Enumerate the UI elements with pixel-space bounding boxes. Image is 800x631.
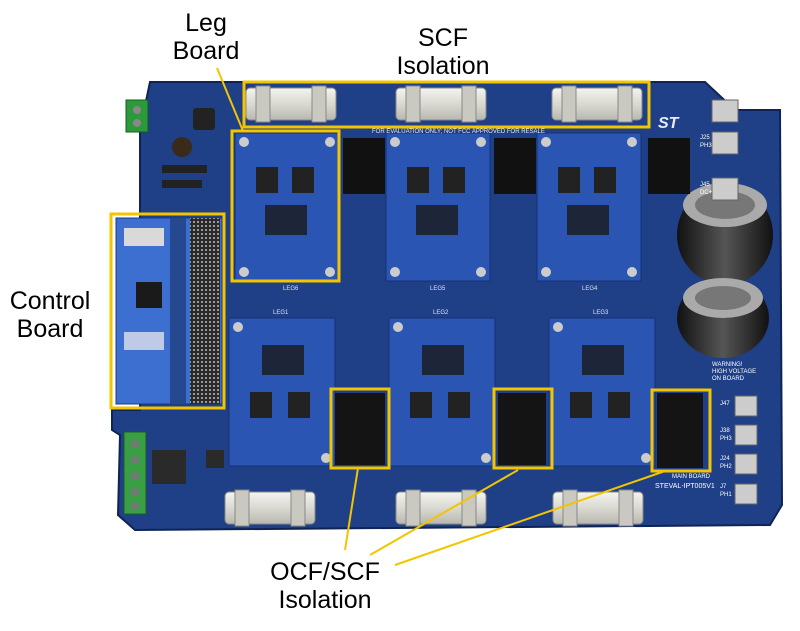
label-scf-line1: SCF [418, 24, 468, 52]
fuse-bottom-1 [224, 489, 316, 527]
power-supply-area [125, 99, 215, 188]
warning-line-1: WARNING! [712, 362, 743, 368]
relay-bottom-3 [657, 393, 703, 468]
highlight-scf-isolation [242, 80, 651, 129]
connector-ph1: PH1 [720, 492, 732, 498]
connector-j7: J7 [720, 484, 727, 490]
label-control-line1: Control [9, 287, 91, 315]
leg-label-6: LEG6 [283, 286, 299, 292]
connector-dc-plus: DC+ [700, 190, 713, 196]
leg-label-5: LEG5 [430, 286, 446, 292]
label-leg-board-line2: Board [172, 37, 240, 65]
highlight-ocf-2 [492, 387, 554, 470]
connector-j24: J24 [720, 456, 730, 462]
leader-ocf-3 [394, 470, 666, 566]
connector-ph2: PH2 [720, 464, 732, 470]
relay-top-2 [494, 138, 536, 194]
label-ocf-line1: OCF/SCF [270, 558, 380, 586]
leader-leg-board [216, 67, 244, 132]
leader-ocf-1 [344, 467, 359, 551]
screw-terminals [711, 99, 758, 505]
board-notice: FOR EVALUATION ONLY; NOT FCC APPROVED FO… [372, 129, 545, 135]
control-board [115, 217, 223, 405]
leg-board-bottom-1 [228, 317, 336, 467]
highlight-leg-board [230, 129, 341, 283]
leg-board-top-2 [385, 132, 491, 282]
highlight-ocf-3 [650, 388, 712, 473]
leg-board-top-3 [536, 132, 642, 282]
connector-j25: J25 [700, 135, 710, 141]
bulk-capacitors [677, 183, 773, 358]
label-control-line2: Board [16, 315, 84, 343]
leg-label-2: LEG2 [433, 310, 449, 316]
warning-line-3: ON BOARD [712, 376, 745, 382]
fuse-top-2 [395, 85, 487, 123]
highlight-ocf-1 [329, 387, 391, 470]
label-ocf-scf-isolation: OCF/SCF Isolation [262, 558, 388, 614]
leg-label-3: LEG3 [593, 310, 609, 316]
relay-top-3 [648, 138, 690, 194]
label-leg-board: Leg Board [168, 9, 244, 65]
board-id: STEVAL-IPT005V1 [655, 483, 715, 490]
leg-board-bottom-3 [548, 317, 656, 467]
label-scf-isolation: SCF Isolation [388, 24, 498, 80]
leader-ocf-2 [369, 469, 519, 556]
label-leg-board-line1: Leg [185, 9, 227, 37]
leg-board-top-1 [234, 132, 340, 282]
connector-j38: J38 [720, 428, 730, 434]
connector-j47: J47 [720, 401, 730, 407]
connector-ph3: PH3 [720, 436, 732, 442]
highlight-control-board [109, 212, 226, 410]
label-scf-line2: Isolation [396, 52, 490, 80]
relay-bottom-1 [335, 393, 385, 465]
leg-board-bottom-2 [388, 317, 496, 467]
label-control-board: Control Board [2, 287, 98, 343]
fuse-bottom-2 [395, 489, 487, 527]
fuse-bottom-3 [552, 489, 644, 527]
label-ocf-line2: Isolation [278, 586, 372, 614]
fuse-top-1 [245, 85, 337, 123]
connector-j45: J45 [700, 182, 710, 188]
st-logo: ST [658, 115, 680, 132]
warning-line-2: HIGH VOLTAGE [712, 369, 756, 375]
relay-top-1 [343, 138, 385, 194]
main-board-label: MAIN BOARD [672, 474, 711, 480]
fuse-top-3 [551, 85, 643, 123]
connector-ph3-top: PH3 [700, 143, 712, 149]
relay-bottom-2 [498, 393, 546, 465]
leg-label-1: LEG1 [273, 310, 289, 316]
leg-label-4: LEG4 [582, 286, 598, 292]
terminal-block [123, 431, 224, 515]
